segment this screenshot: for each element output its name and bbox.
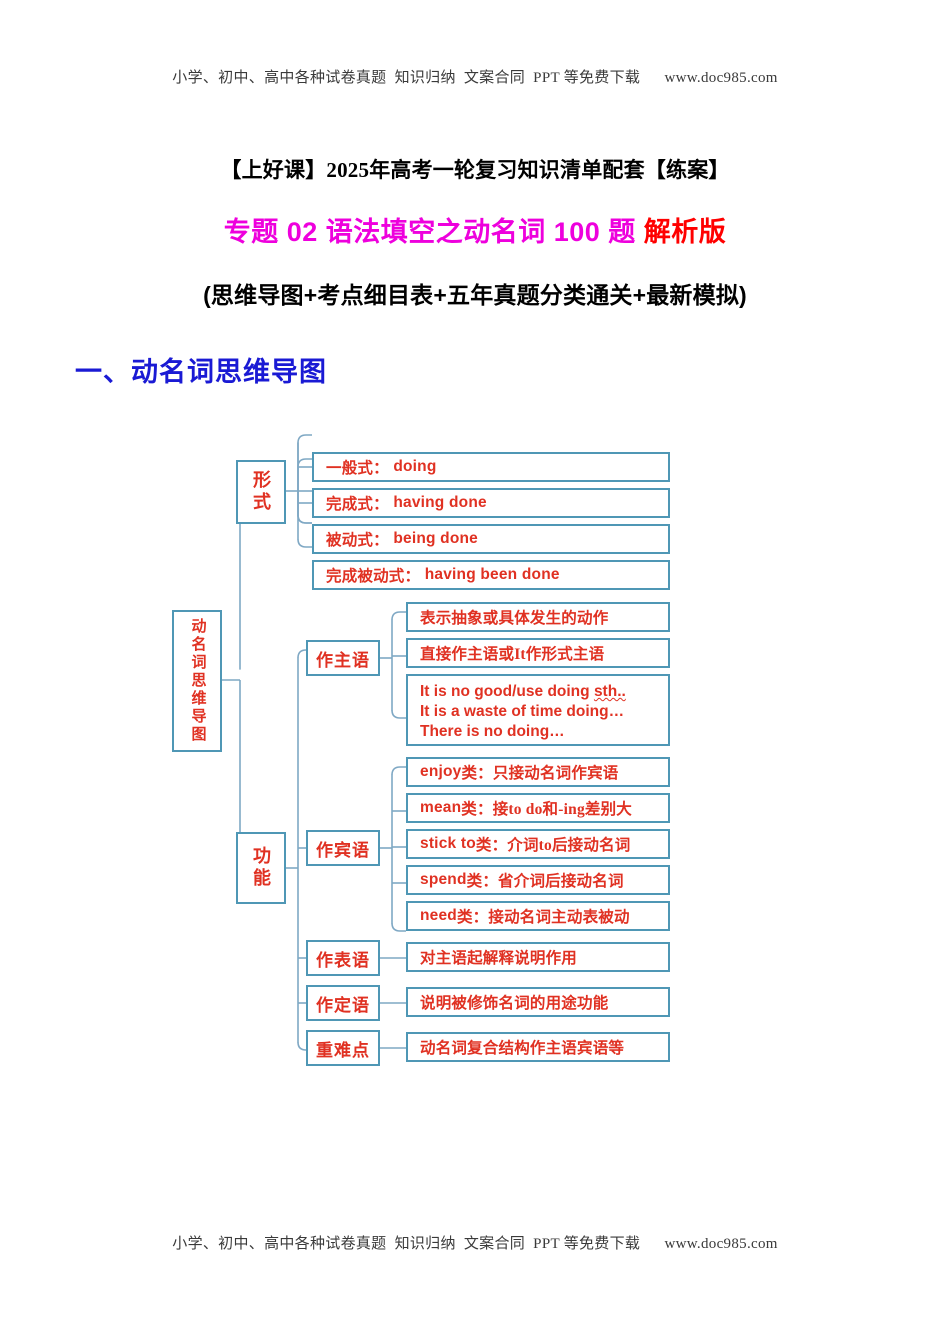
mindmap-subbranch-subject[interactable]: 作主语 xyxy=(306,640,380,676)
mindmap-leaf-form-simple[interactable]: 一般式： doing xyxy=(312,452,670,482)
mindmap-branch-form[interactable]: 形式 xyxy=(236,460,286,524)
mindmap-branch-function[interactable]: 功能 xyxy=(236,832,286,904)
mindmap-leaf-subject-abstract[interactable]: 表示抽象或具体发生的动作 xyxy=(406,602,670,632)
leaf-label: 一般式： xyxy=(326,460,389,477)
leaf-text: 说明被修饰名词的用途功能 xyxy=(420,995,609,1012)
leaf-keyword: mean xyxy=(420,799,462,816)
leaf-text: 类：介词to后接动名词 xyxy=(475,837,631,854)
leaf-text: 类：接动名词主动表被动 xyxy=(456,909,630,926)
mindmap-leaf-attributive-usage[interactable]: 说明被修饰名词的用途功能 xyxy=(406,987,670,1017)
leaf-keyword: spend xyxy=(420,871,467,888)
leaf-value: being done xyxy=(393,530,478,547)
mindmap-leaf-predicative-explain[interactable]: 对主语起解释说明作用 xyxy=(406,942,670,972)
pattern-line-3: There is no doing… xyxy=(420,723,565,741)
mindmap-leaf-form-passive[interactable]: 被动式： being done xyxy=(312,524,670,554)
leaf-value: having been done xyxy=(424,566,560,583)
mindmap-subbranch-predicative[interactable]: 作表语 xyxy=(306,940,380,976)
mindmap-leaf-form-perfect[interactable]: 完成式： having done xyxy=(312,488,670,518)
running-head: 小学、初中、高中各种试卷真题 知识归纳 文案合同 PPT 等免费下载 www.d… xyxy=(172,70,778,86)
leaf-label: 完成式： xyxy=(326,496,389,513)
document-title-line-1: 【上好课】2025年高考一轮复习知识清单配套【练案】 xyxy=(220,158,730,182)
leaf-keyword: need xyxy=(420,907,457,924)
document-title-line-2: 专题 02 语法填空之动名词 100 题 解析版 xyxy=(0,210,950,249)
leaf-text: 表示抽象或具体发生的动作 xyxy=(420,610,609,627)
leaf-keyword: stick to xyxy=(420,835,476,852)
leaf-value: having done xyxy=(393,494,487,511)
leaf-text: 类：只接动名词作宾语 xyxy=(461,765,619,782)
mindmap-diagram: 动名词思维导图 形式 一般式： doing 完成式： having done 被… xyxy=(0,430,950,1080)
leaf-text: 类：省介词后接动名词 xyxy=(466,873,624,890)
title-edition-badge: 解析版 xyxy=(643,217,727,247)
pattern-line-2: It is a waste of time doing… xyxy=(420,703,625,721)
mindmap-subbranch-attributive[interactable]: 作定语 xyxy=(306,985,380,1021)
mindmap-leaf-subject-it-form[interactable]: 直接作主语或It作形式主语 xyxy=(406,638,670,668)
leaf-text: 直接作主语或It作形式主语 xyxy=(420,646,605,663)
mindmap-leaf-key-points-complex[interactable]: 动名词复合结构作主语宾语等 xyxy=(406,1032,670,1062)
pattern-line-1: It is no good/use doing sth.. xyxy=(420,683,626,700)
leaf-text: 类：接to do和-ing差别大 xyxy=(461,801,632,818)
running-foot: 小学、初中、高中各种试卷真题 知识归纳 文案合同 PPT 等免费下载 www.d… xyxy=(172,1236,778,1252)
leaf-keyword: enjoy xyxy=(420,763,462,780)
wavy-underline-sth: sth.. xyxy=(593,683,626,700)
mindmap-subbranch-object[interactable]: 作宾语 xyxy=(306,830,380,866)
mindmap-leaf-subject-patterns[interactable]: It is no good/use doing sth.. It is a wa… xyxy=(406,674,670,746)
leaf-value: doing xyxy=(393,458,437,475)
mindmap-leaf-form-perfect-passive[interactable]: 完成被动式： having been done xyxy=(312,560,670,590)
mindmap-subbranch-key-points[interactable]: 重难点 xyxy=(306,1030,380,1066)
document-title-line-3: (思维导图+考点细目表+五年真题分类通关+最新模拟) xyxy=(203,282,747,308)
leaf-label: 被动式： xyxy=(326,532,389,549)
leaf-text: 动名词复合结构作主语宾语等 xyxy=(420,1040,625,1057)
leaf-text: 对主语起解释说明作用 xyxy=(420,950,578,967)
mindmap-root-node[interactable]: 动名词思维导图 xyxy=(172,610,222,752)
leaf-label: 完成被动式： xyxy=(326,568,421,585)
section-heading-mindmap: 一、动名词思维导图 xyxy=(75,357,327,387)
title-topic-text: 专题 02 语法填空之动名词 100 题 xyxy=(223,217,644,247)
